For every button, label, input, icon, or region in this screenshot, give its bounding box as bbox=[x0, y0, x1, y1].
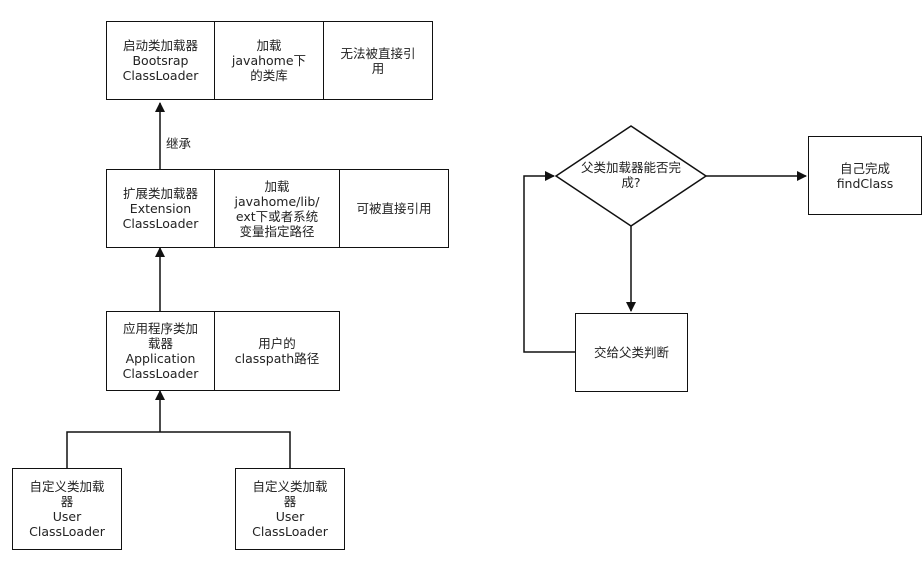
delegate-parent-box: 交给父类判断 bbox=[575, 313, 688, 392]
extension-load-path-box: 加载 javahome/lib/ ext下或者系统 变量指定路径 bbox=[214, 169, 340, 248]
bootstrap-loader-label: 启动类加载器 Bootsrap ClassLoader bbox=[122, 38, 199, 83]
application-load-path-label: 用户的 classpath路径 bbox=[234, 336, 320, 366]
application-loader-box: 应用程序类加 载器 Application ClassLoader bbox=[106, 311, 215, 391]
extension-note-box: 可被直接引用 bbox=[339, 169, 449, 248]
findclass-label: 自己完成 findClass bbox=[836, 160, 894, 191]
user-loaders-connector bbox=[66, 431, 291, 468]
extension-loader-label: 扩展类加载器 Extension ClassLoader bbox=[122, 186, 199, 231]
user-loader-box-right: 自定义类加载 器 User ClassLoader bbox=[235, 468, 345, 550]
extension-note-label: 可被直接引用 bbox=[356, 201, 432, 216]
arrow-parent-loop-back bbox=[523, 171, 575, 353]
decision-label: 父类加载器能否完 成? bbox=[580, 160, 681, 190]
user-loader-label-left: 自定义类加载 器 User ClassLoader bbox=[29, 479, 105, 539]
user-loader-box-left: 自定义类加载 器 User ClassLoader bbox=[12, 468, 122, 550]
application-loader-label: 应用程序类加 载器 Application ClassLoader bbox=[122, 321, 199, 381]
bootstrap-note-label: 无法被直接引 用 bbox=[340, 46, 416, 76]
bootstrap-load-path-label: 加载 javahome下 的类库 bbox=[231, 38, 307, 83]
findclass-box: 自己完成 findClass bbox=[808, 136, 922, 215]
bootstrap-note-box: 无法被直接引 用 bbox=[323, 21, 433, 100]
application-load-path-box: 用户的 classpath路径 bbox=[214, 311, 340, 391]
bootstrap-load-path-box: 加载 javahome下 的类库 bbox=[214, 21, 324, 100]
user-loader-label-right: 自定义类加载 器 User ClassLoader bbox=[252, 479, 328, 539]
extension-load-path-label: 加载 javahome/lib/ ext下或者系统 变量指定路径 bbox=[234, 178, 320, 239]
bootstrap-loader-box: 启动类加载器 Bootsrap ClassLoader bbox=[106, 21, 215, 100]
extension-loader-box: 扩展类加载器 Extension ClassLoader bbox=[106, 169, 215, 248]
inherit-label: 继承 bbox=[166, 136, 192, 151]
delegate-parent-label: 交给父类判断 bbox=[593, 345, 669, 360]
